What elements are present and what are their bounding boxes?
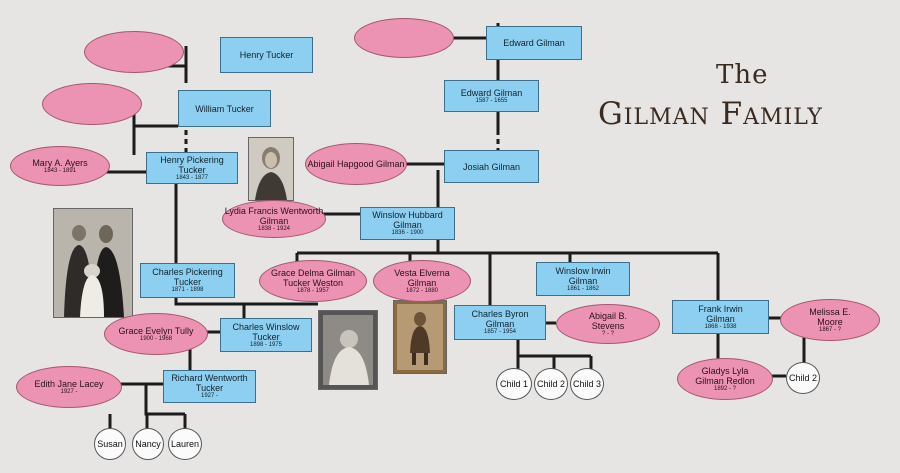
charles-byron-child-1-name: Child 1 bbox=[499, 379, 528, 389]
charles-byron-child-2-circle[interactable]: Child 2 bbox=[534, 368, 568, 400]
henry-pickering-tucker-box[interactable]: Henry Pickering Tucker 1843 - 1877 bbox=[146, 152, 238, 184]
mary-ayers-dates: 1843 - 1891 bbox=[43, 167, 77, 174]
vesta-elverna-gilman-oval[interactable]: Vesta Elverna Gilman 1872 - 1880 bbox=[373, 260, 471, 302]
melissa-moore-oval[interactable]: Melissa E. Moore 1867 - ? bbox=[780, 299, 880, 341]
winslow-irwin-gilman-name: Winslow Irwin Gilman bbox=[555, 265, 611, 286]
william-tucker-box[interactable]: William Tucker bbox=[178, 90, 271, 127]
vesta-elverna-gilman-dates: 1872 - 1880 bbox=[405, 287, 439, 294]
frank-irwin-child-2-name: Child 2 bbox=[788, 373, 817, 383]
grace-delma-gilman-dates: 1878 - 1957 bbox=[296, 287, 330, 294]
charles-byron-child-2-name: Child 2 bbox=[536, 379, 565, 389]
abigail-hapgood-gilman-oval[interactable]: Abigail Hapgood Gilman bbox=[305, 143, 407, 185]
edward-gilman-box[interactable]: Edward Gilman bbox=[486, 26, 582, 60]
winslow-hubbard-gilman-box[interactable]: Winslow Hubbard Gilman 1836 - 1900 bbox=[360, 207, 455, 240]
grace-evelyn-tully-dates: 1900 - 1968 bbox=[139, 335, 173, 342]
child-susan-name: Susan bbox=[97, 439, 123, 449]
mary-ayers-oval[interactable]: Mary A. Ayers 1843 - 1891 bbox=[10, 146, 110, 186]
winslow-hubbard-gilman-dates: 1836 - 1900 bbox=[391, 230, 424, 236]
edward-gilman-1587-name: Edward Gilman bbox=[460, 87, 523, 98]
edward-gilman-name: Edward Gilman bbox=[503, 38, 565, 48]
melissa-moore-dates: 1867 - ? bbox=[818, 326, 842, 333]
richard-wentworth-tucker-dates: 1927 - bbox=[200, 393, 218, 399]
child-lauren-name: Lauren bbox=[170, 439, 200, 449]
edith-jane-lacey-oval[interactable]: Edith Jane Lacey 1927 - bbox=[16, 366, 122, 408]
frank-irwin-gilman-box[interactable]: Frank Irwin Gilman 1868 - 1938 bbox=[672, 300, 769, 334]
unnamed-ancestor-oval-2[interactable] bbox=[42, 83, 142, 125]
josiah-gilman-name: Josiah Gilman bbox=[462, 161, 521, 172]
grace-delma-gilman-name: Grace Delma Gilman Tucker Weston bbox=[270, 267, 356, 288]
winslow-hubbard-gilman-name: Winslow Hubbard Gilman bbox=[372, 210, 443, 230]
richard-wentworth-tucker-name: Richard Wentworth Tucker bbox=[171, 373, 248, 393]
title-line-1: The bbox=[716, 60, 769, 90]
gladys-lyla-gilman-oval[interactable]: Gladys Lyla Gilman Redlon 1892 - ? bbox=[677, 358, 773, 400]
charles-pickering-tucker-name: Charles Pickering Tucker bbox=[152, 267, 223, 287]
edward-gilman-1587-box[interactable]: Edward Gilman 1587 - 1655 bbox=[444, 80, 539, 112]
charles-byron-gilman-dates: 1857 - 1954 bbox=[483, 329, 517, 335]
abigail-hapgood-gilman-name: Abigail Hapgood Gilman bbox=[307, 159, 405, 169]
unnamed-ancestor-oval-3[interactable] bbox=[354, 18, 454, 58]
grace-evelyn-tully-oval[interactable]: Grace Evelyn Tully 1900 - 1968 bbox=[104, 313, 208, 355]
winslow-irwin-gilman-box[interactable]: Winslow Irwin Gilman 1861 - 1862 bbox=[536, 262, 630, 296]
charles-winslow-tucker-dates: 1898 - 1975 bbox=[249, 341, 283, 348]
charles-byron-gilman-name: Charles Byron Gilman bbox=[471, 309, 529, 329]
charles-pickering-tucker-dates: 1871 - 1898 bbox=[171, 287, 204, 293]
henry-pickering-tucker-name: Henry Pickering Tucker bbox=[160, 154, 224, 175]
henry-pickering-tucker-dates: 1843 - 1877 bbox=[175, 174, 209, 181]
charles-winslow-tucker-name: Charles Winslow Tucker bbox=[232, 321, 300, 342]
edith-jane-lacey-name: Edith Jane Lacey bbox=[34, 378, 104, 389]
gladys-lyla-gilman-name: Gladys Lyla Gilman Redlon bbox=[695, 365, 755, 386]
child-lauren-circle[interactable]: Lauren bbox=[168, 428, 202, 460]
vesta-elverna-gilman-name: Vesta Elverna Gilman bbox=[394, 267, 450, 288]
lydia-francis-gilman-dates: 1838 - 1924 bbox=[257, 225, 291, 232]
richard-wentworth-tucker-box[interactable]: Richard Wentworth Tucker 1927 - bbox=[163, 370, 256, 403]
charles-pickering-tucker-box[interactable]: Charles Pickering Tucker 1871 - 1898 bbox=[140, 263, 235, 298]
frank-irwin-gilman-name: Frank Irwin Gilman bbox=[698, 303, 743, 324]
charles-byron-child-1-circle[interactable]: Child 1 bbox=[496, 368, 532, 400]
charles-winslow-tucker-box[interactable]: Charles Winslow Tucker 1898 - 1975 bbox=[220, 318, 312, 352]
lydia-francis-gilman-name: Lydia Francis Wentworth Gilman bbox=[224, 205, 324, 226]
unnamed-ancestor-oval-1[interactable] bbox=[84, 31, 184, 73]
title-line-2: Gilman Family bbox=[598, 96, 823, 132]
frank-irwin-child-2-circle[interactable]: Child 2 bbox=[786, 362, 820, 394]
grace-delma-gilman-oval[interactable]: Grace Delma Gilman Tucker Weston 1878 - … bbox=[259, 260, 367, 302]
abigail-stevens-name: Abigail B. Stevens bbox=[588, 310, 628, 331]
charles-byron-gilman-box[interactable]: Charles Byron Gilman 1857 - 1954 bbox=[454, 305, 546, 340]
winslow-irwin-gilman-dates: 1861 - 1862 bbox=[566, 285, 600, 292]
gladys-lyla-gilman-dates: 1892 - ? bbox=[713, 385, 737, 392]
family-portrait-photo bbox=[53, 208, 133, 318]
edward-gilman-1587-dates: 1587 - 1655 bbox=[475, 97, 508, 104]
child-susan-circle[interactable]: Susan bbox=[94, 428, 126, 460]
henry-tucker-box[interactable]: Henry Tucker bbox=[220, 37, 313, 73]
melissa-moore-name: Melissa E. Moore bbox=[809, 306, 851, 327]
frank-irwin-gilman-dates: 1868 - 1938 bbox=[704, 323, 737, 330]
charles-byron-child-3-circle[interactable]: Child 3 bbox=[570, 368, 604, 400]
mary-ayers-name: Mary A. Ayers bbox=[32, 157, 88, 168]
girl-portrait-photo bbox=[393, 300, 447, 374]
abigail-stevens-oval[interactable]: Abigail B. Stevens ? - ? bbox=[556, 304, 660, 344]
portrait-woman-photo bbox=[248, 137, 294, 201]
charles-byron-child-3-name: Child 3 bbox=[572, 379, 601, 389]
josiah-gilman-box[interactable]: Josiah Gilman bbox=[444, 150, 539, 183]
grace-evelyn-tully-name: Grace Evelyn Tully bbox=[118, 325, 194, 336]
abigail-stevens-dates: ? - ? bbox=[601, 330, 614, 337]
henry-tucker-name: Henry Tucker bbox=[239, 50, 294, 60]
edith-jane-lacey-dates: 1927 - bbox=[60, 388, 78, 395]
child-nancy-circle[interactable]: Nancy bbox=[132, 428, 164, 460]
william-tucker-name: William Tucker bbox=[195, 103, 254, 114]
child-nancy-name: Nancy bbox=[135, 439, 161, 449]
baby-photo bbox=[318, 310, 378, 390]
lydia-francis-gilman-oval[interactable]: Lydia Francis Wentworth Gilman 1838 - 19… bbox=[222, 200, 326, 238]
